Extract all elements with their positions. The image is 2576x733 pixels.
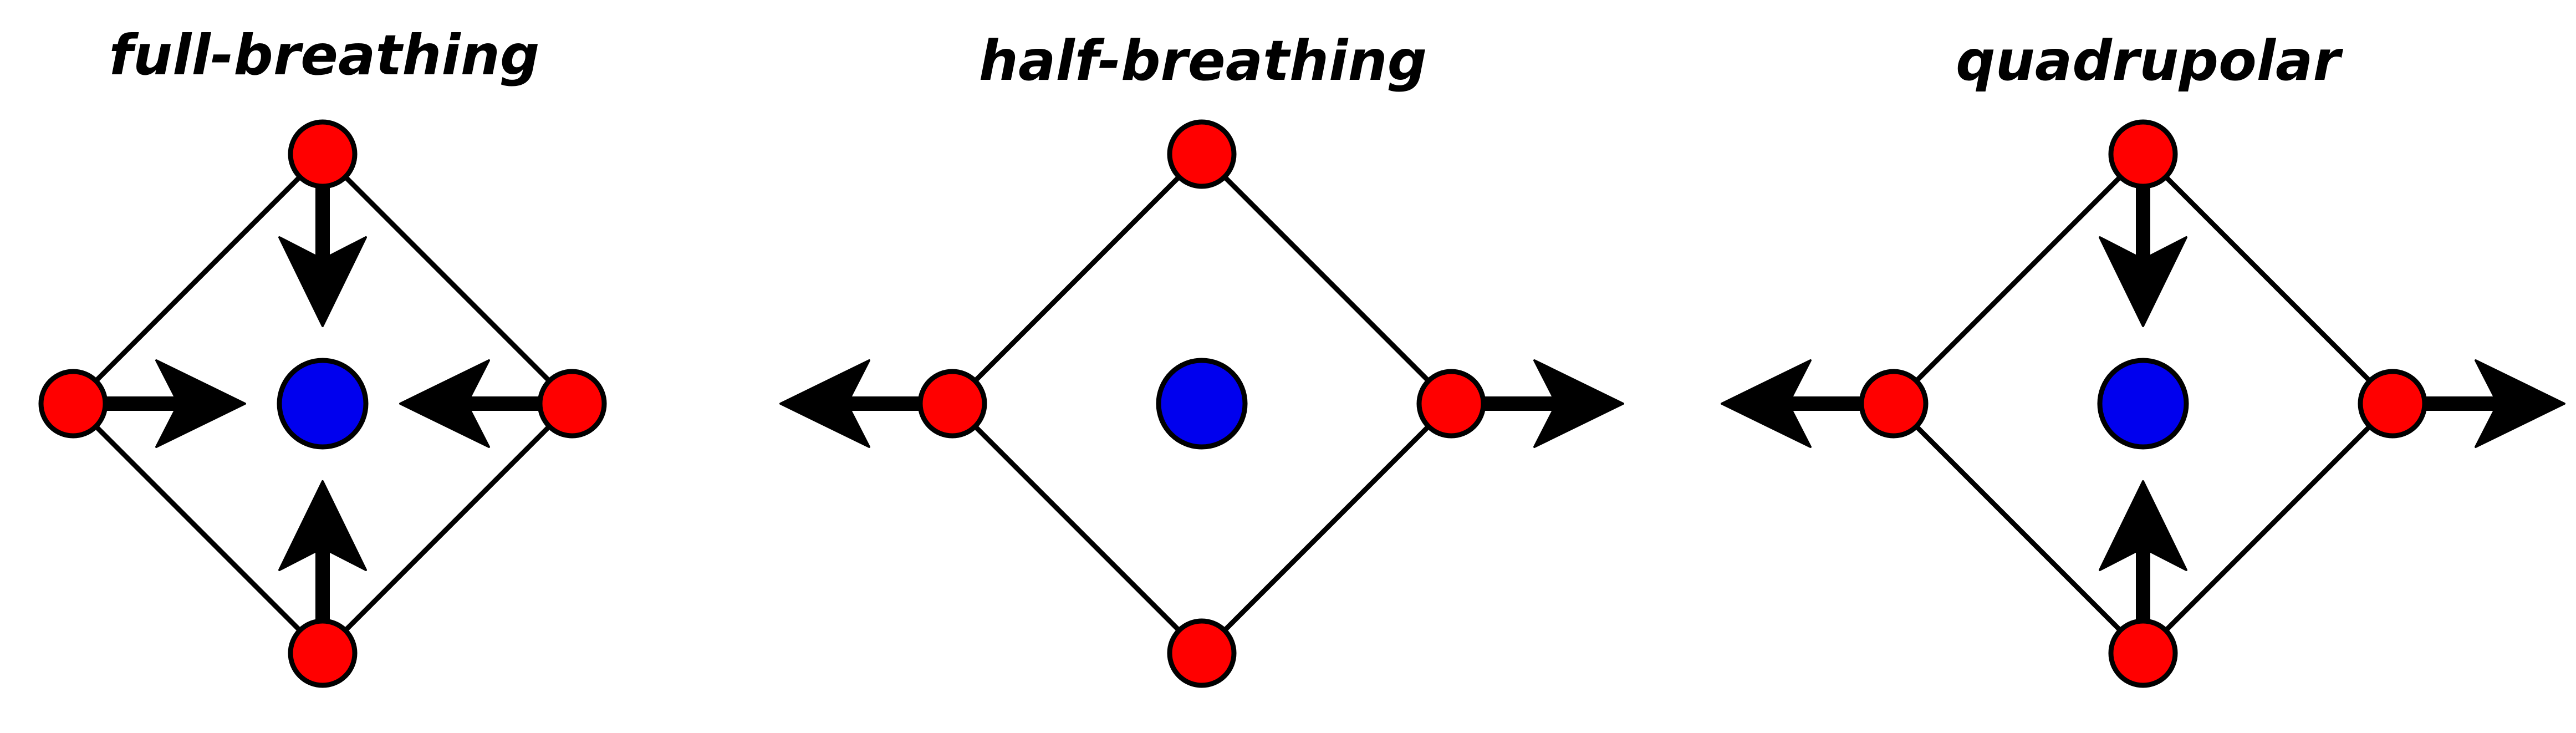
atom-top-icon xyxy=(1167,119,1237,189)
atom-left-icon xyxy=(917,369,987,439)
atom-left-icon xyxy=(1859,369,1929,439)
atom-bottom-icon xyxy=(2108,618,2178,688)
atom-right-icon xyxy=(2358,369,2427,439)
atom-bottom-icon xyxy=(1167,618,1237,688)
atom-right-icon xyxy=(537,369,607,439)
panel-half-breathing xyxy=(779,119,1624,688)
center-atom-icon xyxy=(1156,358,1248,450)
panel-quadrupolar xyxy=(1721,119,2565,688)
panel-title-full-breathing: full-breathing xyxy=(109,23,540,88)
atom-left-icon xyxy=(38,369,108,439)
atom-top-icon xyxy=(288,119,358,189)
panel-title-half-breathing: half-breathing xyxy=(978,28,1427,93)
atom-top-icon xyxy=(2108,119,2178,189)
center-atom-icon xyxy=(2097,358,2189,450)
center-atom-icon xyxy=(277,358,369,450)
panel-full-breathing xyxy=(38,119,607,688)
atom-right-icon xyxy=(1416,369,1486,439)
panel-title-quadrupolar: quadrupolar xyxy=(1956,28,2340,93)
atom-bottom-icon xyxy=(288,618,358,688)
